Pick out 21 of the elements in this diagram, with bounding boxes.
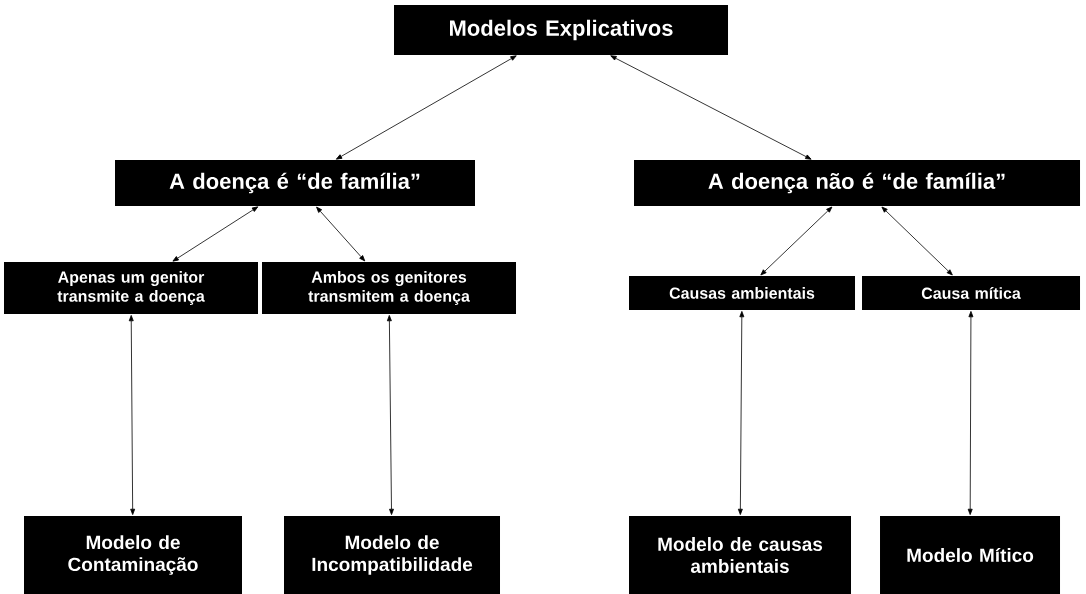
label-box: Modelo de Incompatibilidade (284, 516, 500, 594)
label-box: A doença não é “de família” (634, 160, 1080, 206)
label-box: Causas ambientais (629, 276, 855, 310)
label-box: Modelo de Contaminação (24, 516, 242, 594)
arrow (386, 315, 394, 515)
label-box: A doença é “de família” (115, 160, 475, 206)
label-box: Apenas um genitor transmite a doença (4, 262, 258, 314)
arrow (967, 311, 974, 515)
arrow (881, 206, 953, 276)
arrow (610, 55, 812, 160)
label-box: Causa mítica (862, 276, 1080, 310)
arrow (737, 311, 745, 515)
arrow (760, 206, 833, 276)
arrow (335, 55, 517, 160)
label-box: Modelos Explicativos (394, 5, 728, 55)
arrow (128, 315, 136, 515)
arrow (172, 206, 259, 262)
label-box: Modelo de causas ambientais (629, 516, 851, 594)
label-box: Modelo Mítico (880, 516, 1060, 594)
label-box: Ambos os genitores transmitem a doença (262, 262, 516, 314)
arrow (316, 206, 366, 262)
